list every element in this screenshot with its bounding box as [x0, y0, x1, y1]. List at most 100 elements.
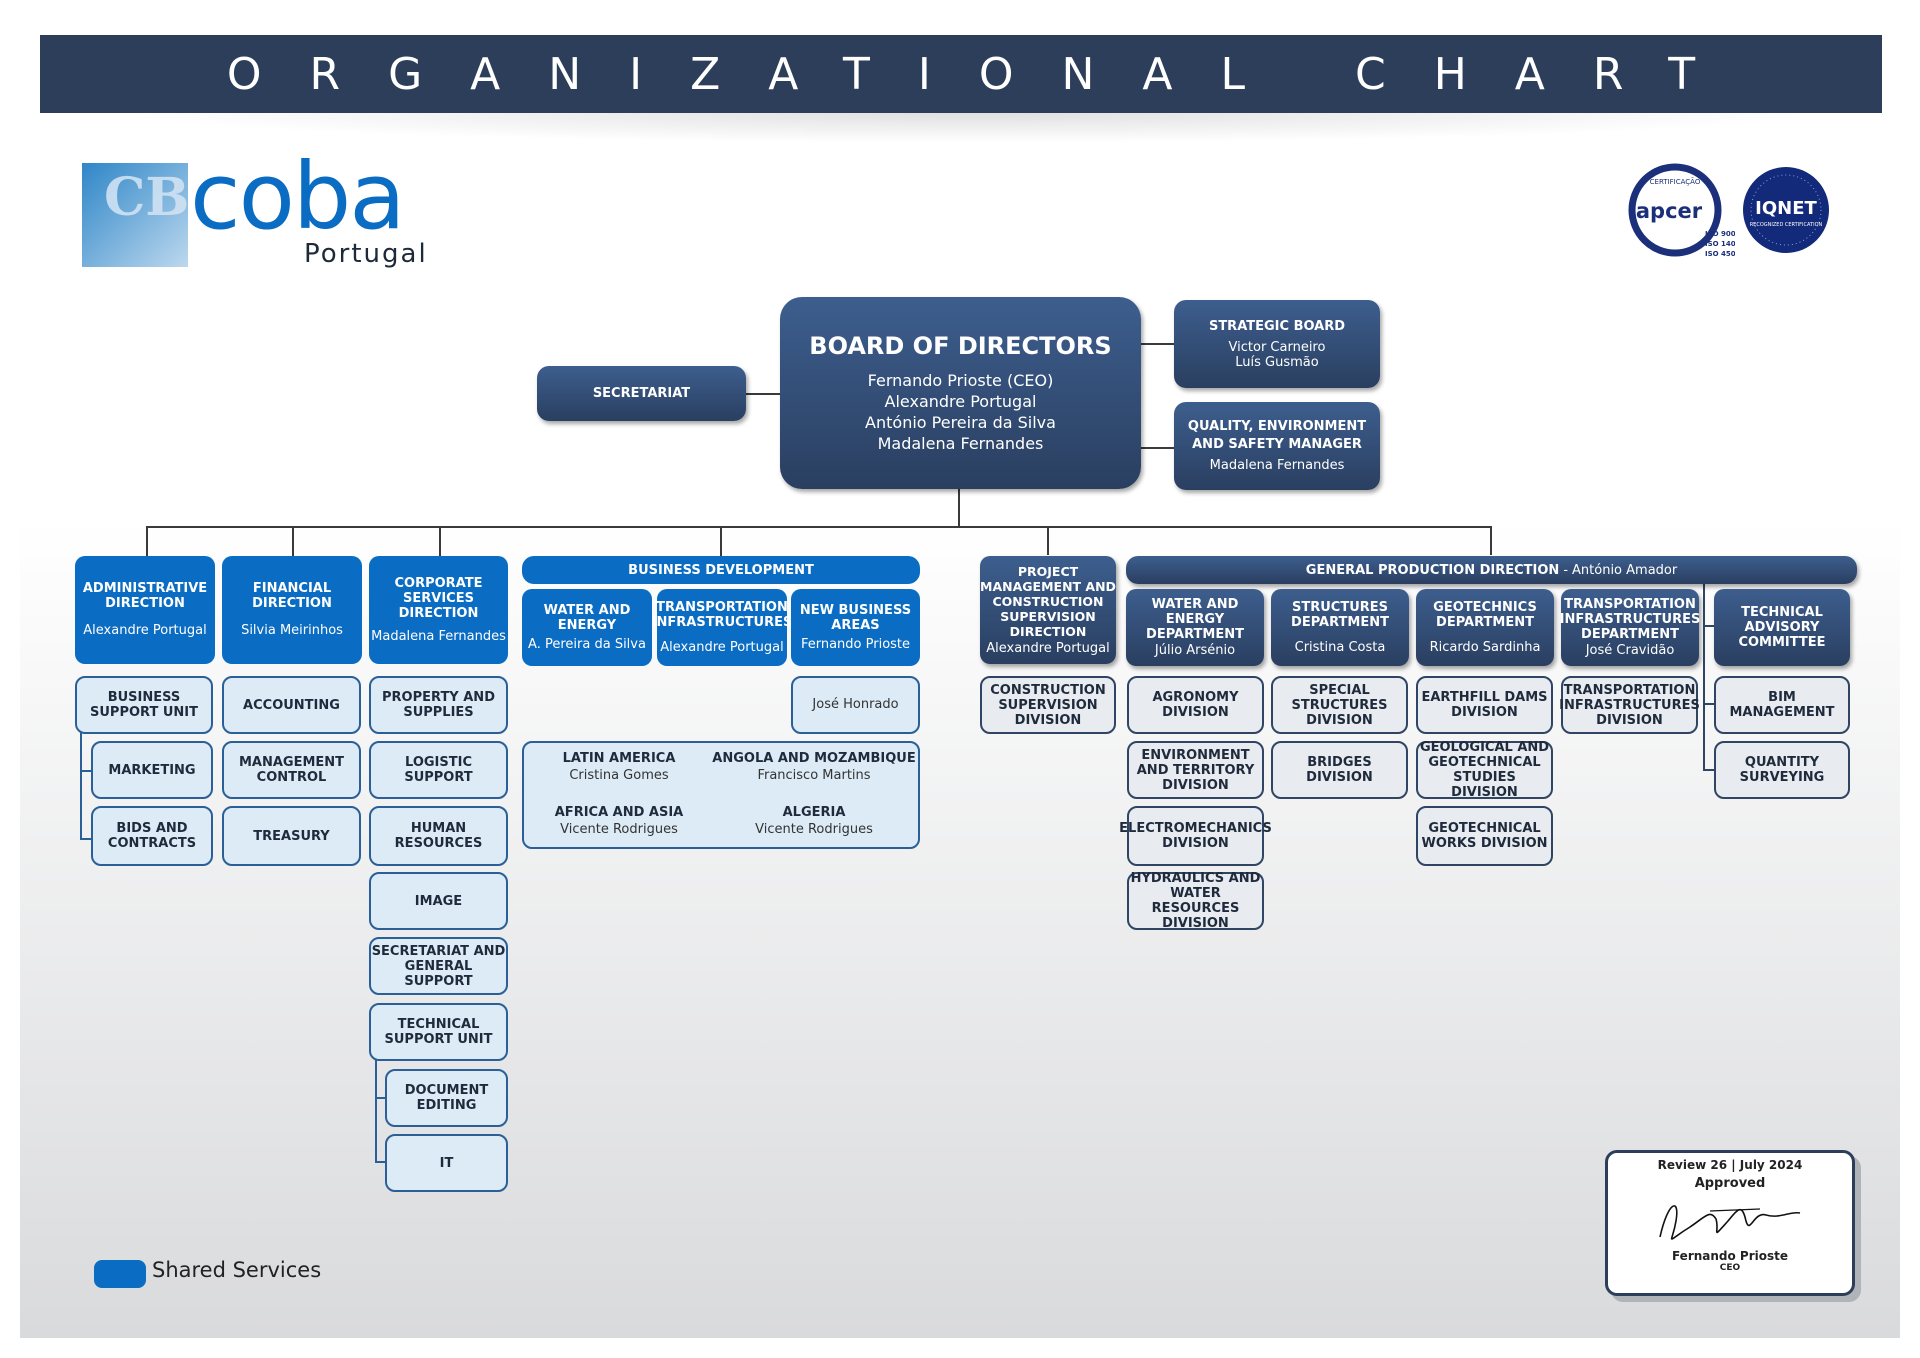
general-production-title: GENERAL PRODUCTION DIRECTION [1305, 562, 1560, 578]
iqnet-name: IQNET [1755, 198, 1817, 219]
connector [720, 526, 722, 557]
committee-item-label: QUANTITY SURVEYING [1739, 755, 1825, 785]
business-development-title: BUSINESS DEVELOPMENT [628, 562, 814, 578]
geotechnical-works-division: GEOTECHNICAL WORKS DIVISION [1416, 806, 1553, 866]
construction-supervision-label: CONSTRUCTION SUPERVISION DIVISION [990, 682, 1106, 728]
image-label: IMAGE [414, 893, 463, 909]
board-of-directors: BOARD OF DIRECTORS Fernando Prioste (CEO… [780, 297, 1141, 489]
business-support-unit: BUSINESS SUPPORT UNIT [75, 676, 213, 734]
apcer-ring-text: CERTIFICAÇÃO [1650, 177, 1701, 186]
logistic-support: LOGISTIC SUPPORT [369, 741, 508, 799]
treasury: TREASURY [222, 806, 361, 866]
earthfill-dams-division: EARTHFILL DAMS DIVISION [1416, 676, 1553, 734]
connector [1140, 447, 1175, 449]
secretariat-general-support: SECRETARIAT AND GENERAL SUPPORT [369, 937, 508, 995]
apcer-standard-1: ISO 9001 [1705, 230, 1735, 238]
department-name: Cristina Costa [1294, 639, 1386, 655]
human-resources: HUMAN RESOURCES [369, 806, 508, 866]
connector [439, 526, 441, 557]
secretariat-general-support-label: SECRETARIAT AND GENERAL SUPPORT [371, 943, 506, 989]
bim-management: BIM MANAGEMENT [1714, 676, 1850, 734]
business-unit-new-areas: NEW BUSINESS AREAS Fernando Prioste [791, 589, 920, 666]
legend-swatch [94, 1260, 146, 1288]
approval-signer: Fernando Prioste [1671, 1249, 1789, 1263]
administrative-direction-title: ADMINISTRATIVE DIRECTION [82, 581, 208, 611]
construction-supervision-division: CONSTRUCTION SUPERVISION DIVISION [980, 676, 1116, 734]
apcer-standard-3: ISO 45001 [1705, 250, 1735, 258]
business-unit-transportation: TRANSPORTATION INFRASTRUCTURES Alexandre… [652, 589, 792, 666]
strategic-board-title: STRATEGIC BOARD [1208, 318, 1346, 334]
new-business-contact: José Honrado [791, 676, 920, 734]
division-label: SPECIAL STRUCTURES DIVISION [1291, 682, 1388, 728]
board-member: Alexandre Portugal [884, 392, 1037, 411]
project-management-name: Alexandre Portugal [986, 640, 1110, 656]
geological-geotechnical-studies-division: GEOLOGICAL AND GEOTECHNICAL STUDIES DIVI… [1416, 740, 1553, 800]
business-support-unit-label: BUSINESS SUPPORT UNIT [90, 690, 198, 720]
it: IT [385, 1134, 508, 1192]
technical-support-unit-label: TECHNICAL SUPPORT UNIT [384, 1017, 493, 1047]
coba-logo-mark-text: CBC [104, 167, 192, 228]
property-and-supplies-label: PROPERTY AND SUPPLIES [382, 690, 495, 720]
iqnet-caption: RECOGNIZED CERTIFICATION [1750, 222, 1823, 228]
business-unit-title: NEW BUSINESS AREAS [799, 602, 912, 633]
connector [1703, 703, 1715, 705]
quality-manager-title: QUALITY, ENVIRONMENT AND SAFETY MANAGER [1187, 419, 1367, 452]
approval-review: Review 26 | July 2024 [1657, 1158, 1803, 1172]
coba-logo-wordmark: coba [190, 143, 406, 250]
document-editing-label: DOCUMENT EDITING [404, 1083, 489, 1113]
environment-territory-division: ENVIRONMENT AND TERRITORY DIVISION [1127, 741, 1264, 799]
department-transportation: TRANSPORTATION INFRASTRUCTURES DEPARTMEN… [1559, 589, 1701, 666]
department-title: TRANSPORTATION INFRASTRUCTURES DEPARTMEN… [1559, 596, 1701, 642]
department-title: WATER AND ENERGY DEPARTMENT [1146, 596, 1244, 642]
board-member: Fernando Prioste (CEO) [867, 371, 1054, 390]
division-label: EARTHFILL DAMS DIVISION [1421, 690, 1548, 720]
logistic-support-label: LOGISTIC SUPPORT [404, 755, 473, 785]
apcer-name: apcer [1636, 199, 1703, 223]
legend-label: Shared Services [152, 1258, 322, 1282]
corporate-services-direction-title: CORPORATE SERVICES DIRECTION [394, 575, 483, 621]
quantity-surveying: QUANTITY SURVEYING [1714, 741, 1850, 799]
regions-box: LATIN AMERICA Cristina Gomes ANGOLA AND … [522, 741, 920, 849]
connector [146, 526, 1492, 528]
electromechanics-division: ELECTROMECHANICS DIVISION [1119, 806, 1272, 866]
connector [80, 838, 92, 840]
business-unit-name: A. Pereira da Silva [528, 636, 646, 652]
approval-stamp: Review 26 | July 2024 Approved Fernando … [1605, 1150, 1855, 1296]
division-label: GEOLOGICAL AND GEOTECHNICAL STUDIES DIVI… [1419, 740, 1550, 800]
hydraulics-water-resources-division: HYDRAULICS AND WATER RESOURCES DIVISION [1127, 871, 1264, 931]
department-geotechnics: GEOTECHNICS DEPARTMENT Ricardo Sardinha [1416, 589, 1554, 666]
financial-direction-title: FINANCIAL DIRECTION [252, 581, 332, 611]
department-name: Ricardo Sardinha [1429, 639, 1541, 655]
administrative-direction-name: Alexandre Portugal [83, 623, 207, 638]
technical-advisory-committee-title: TECHNICAL ADVISORY COMMITTEE [1738, 605, 1826, 650]
connector [80, 770, 92, 772]
iqnet-badge: IQNET RECOGNIZED CERTIFICATION [1742, 166, 1830, 254]
region-algeria: ALGERIA Vicente Rodrigues [709, 805, 919, 838]
division-label: ENVIRONMENT AND TERRITORY DIVISION [1136, 747, 1255, 793]
document-editing: DOCUMENT EDITING [385, 1069, 508, 1127]
strategic-board: STRATEGIC BOARD Victor Carneiro Luís Gus… [1174, 300, 1380, 388]
division-label: HYDRAULICS AND WATER RESOURCES DIVISION [1130, 871, 1261, 931]
business-unit-title: TRANSPORTATION INFRASTRUCTURES [651, 599, 793, 630]
region-angola-mozambique: ANGOLA AND MOZAMBIQUE Francisco Martins [709, 751, 919, 784]
coba-logo: CBC coba Portugal [82, 143, 432, 273]
quality-manager-name: Madalena Fernandes [1209, 458, 1345, 473]
technical-advisory-committee: TECHNICAL ADVISORY COMMITTEE [1714, 589, 1850, 666]
secretariat-title: SECRETARIAT [592, 386, 691, 401]
bids-and-contracts: BIDS AND CONTRACTS [91, 806, 213, 866]
region-name: Vicente Rodrigues [755, 822, 873, 837]
management-control-label: MANAGEMENT CONTROL [238, 755, 345, 785]
general-production-separator: - [1563, 562, 1569, 578]
financial-direction-name: Silvia Meirinhos [241, 623, 343, 638]
connector [1140, 343, 1175, 345]
business-unit-name: Fernando Prioste [800, 636, 911, 652]
region-title: ANGOLA AND MOZAMBIQUE [712, 751, 916, 766]
secretariat-box: SECRETARIAT [537, 366, 746, 421]
apcer-badge: CERTIFICAÇÃO apcer ISO 9001 ISO 14001 IS… [1625, 162, 1746, 268]
region-title: ALGERIA [782, 805, 846, 820]
connector [80, 732, 82, 840]
connector [1047, 526, 1049, 555]
agronomy-division: AGRONOMY DIVISION [1127, 676, 1264, 734]
business-unit-name: Alexandre Portugal [660, 639, 784, 655]
division-label: BRIDGES DIVISION [1306, 755, 1373, 785]
